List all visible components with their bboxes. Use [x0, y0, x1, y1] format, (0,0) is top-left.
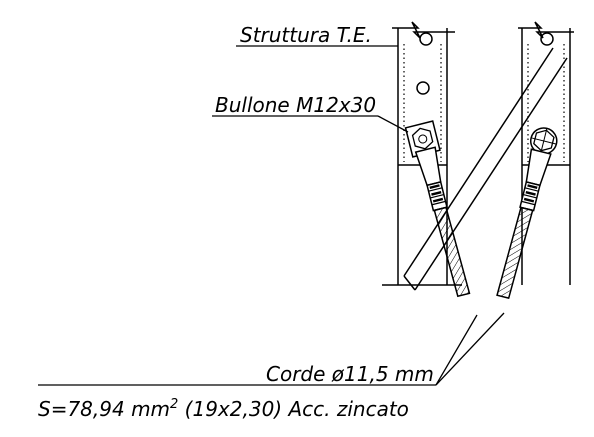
right-member-upper-hole — [540, 32, 554, 46]
diagonal-brace — [403, 47, 568, 291]
left-member-dotted-edges — [403, 44, 442, 162]
section-exponent: 2 — [170, 397, 178, 412]
section-prefix: S=78,94 mm — [38, 397, 170, 421]
structure-label: Struttura T.E. — [240, 23, 372, 47]
left-cord — [433, 206, 471, 298]
cord-label: Corde ø11,5 mm — [266, 362, 434, 386]
section-suffix: (19x2,30) Acc. zincato — [178, 397, 409, 421]
section-label: S=78,94 mm2 (19x2,30) Acc. zincato — [38, 397, 409, 421]
right-cable-assembly — [496, 127, 558, 300]
left-member-upper-hole — [419, 32, 433, 46]
left-member-middle-hole — [416, 81, 430, 95]
left-cable-assembly — [404, 120, 471, 298]
right-cord — [496, 206, 534, 300]
bolt-label: Bullone M12x30 — [215, 93, 376, 117]
leader-lines — [38, 45, 505, 386]
right-member-dotted-edges — [527, 44, 565, 162]
